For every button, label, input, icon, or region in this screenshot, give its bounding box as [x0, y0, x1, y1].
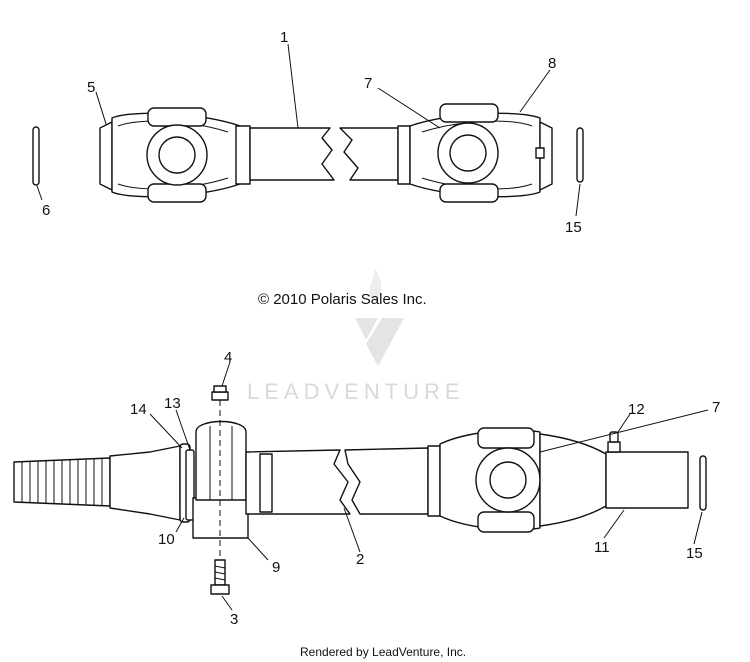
callout-2: 2: [356, 551, 364, 568]
leader-lines: [36, 43, 709, 611]
bolt-bottom: [210, 559, 230, 595]
tube-left: [249, 127, 335, 181]
watermark-text: LEADVENTURE: [247, 379, 465, 404]
callouts: 1 5 6 7 8 15 4 14 13 10 9 2 3 7 12 11 15: [42, 29, 720, 628]
bottom-shaft-assembly: [13, 385, 707, 595]
callout-5: 5: [87, 79, 95, 96]
slip-yoke: [605, 451, 689, 509]
top-shaft-assembly: [32, 103, 584, 203]
callout-15-bottom: 15: [686, 545, 703, 562]
snap-ring-bottom: [699, 455, 707, 511]
left-yoke: [99, 107, 251, 203]
watermark-logo-icon: [355, 318, 404, 366]
leadventure-watermark: LEADVENTURE: [247, 268, 465, 404]
callout-10: 10: [158, 531, 175, 548]
callout-9: 9: [272, 559, 280, 576]
callout-14: 14: [130, 401, 147, 418]
callout-3: 3: [230, 611, 238, 628]
footer-text: Rendered by LeadVenture, Inc.: [300, 645, 466, 659]
callout-15-top: 15: [565, 219, 582, 236]
snap-ring-left: [32, 126, 40, 186]
tube-right: [339, 127, 399, 181]
splined-shaft: [13, 445, 181, 521]
callout-7-bottom: 7: [712, 399, 720, 416]
callout-8: 8: [548, 55, 556, 72]
bottom-u-joint: [427, 427, 607, 533]
callout-7-top: 7: [364, 75, 372, 92]
copyright-text: © 2010 Polaris Sales Inc.: [258, 291, 427, 308]
callout-11: 11: [594, 539, 610, 556]
callout-6: 6: [42, 202, 50, 219]
right-yoke: [397, 103, 553, 203]
callout-13: 13: [164, 395, 181, 412]
callout-1: 1: [280, 29, 288, 46]
callout-4: 4: [224, 349, 232, 366]
bolt-top: [211, 385, 229, 401]
callout-12: 12: [628, 401, 645, 418]
snap-ring-right: [576, 127, 584, 183]
